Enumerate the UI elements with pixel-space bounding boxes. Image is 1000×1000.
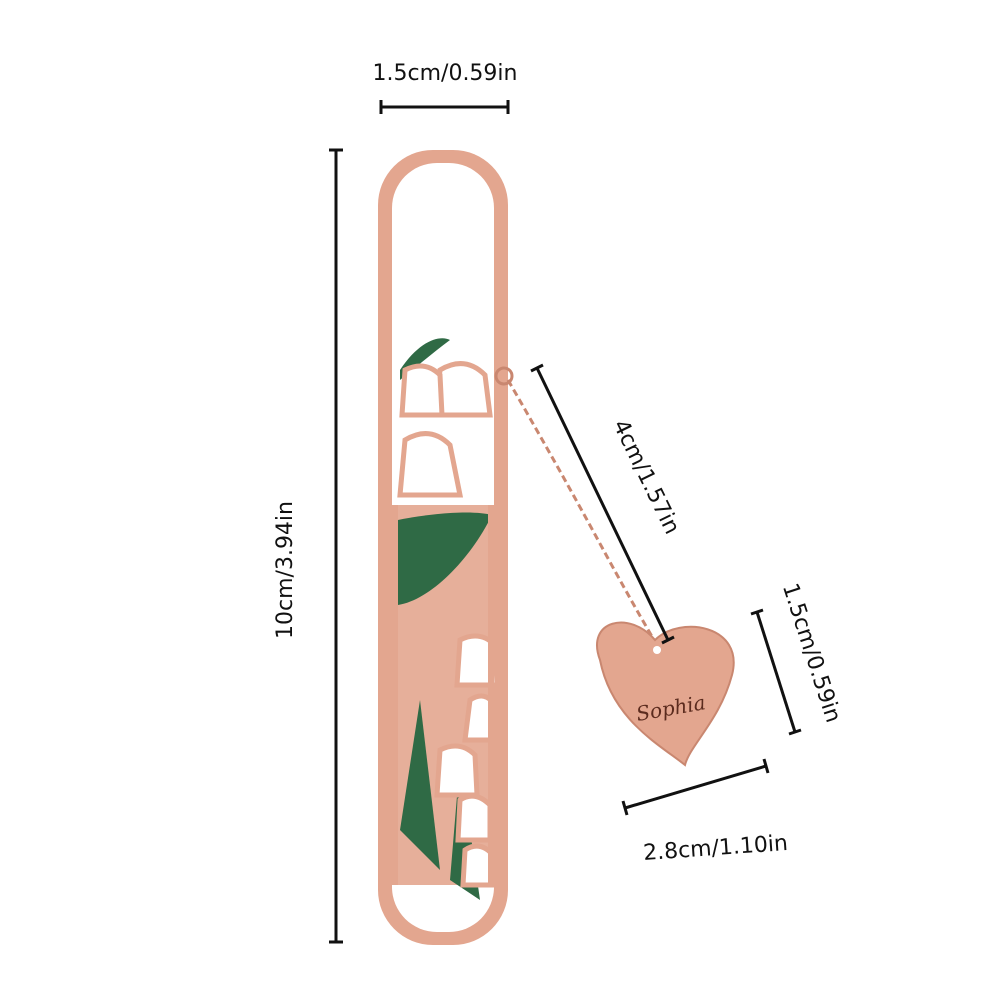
chain-length-label: 4cm/1.57in	[607, 416, 684, 538]
dimension-heart-height: 1.5cm/0.59in	[750, 580, 845, 736]
dimension-bookmark-length: 10cm/3.94in	[273, 148, 343, 944]
leaf	[400, 700, 440, 870]
heart-width-label: 2.8cm/1.10in	[642, 831, 788, 866]
dimension-heart-width: 2.8cm/1.10in	[621, 758, 789, 866]
heart-charm: Sophia	[596, 621, 735, 767]
leaf	[398, 512, 492, 605]
bookmark	[378, 150, 508, 945]
chain	[494, 366, 662, 651]
bookmark-length-label: 10cm/3.94in	[273, 501, 298, 639]
bookmark-width-label: 1.5cm/0.59in	[373, 61, 518, 86]
dimension-chain-length: 4cm/1.57in	[530, 363, 684, 645]
lily-flowers	[397, 361, 500, 888]
dimension-bookmark-width: 1.5cm/0.59in	[373, 61, 518, 114]
